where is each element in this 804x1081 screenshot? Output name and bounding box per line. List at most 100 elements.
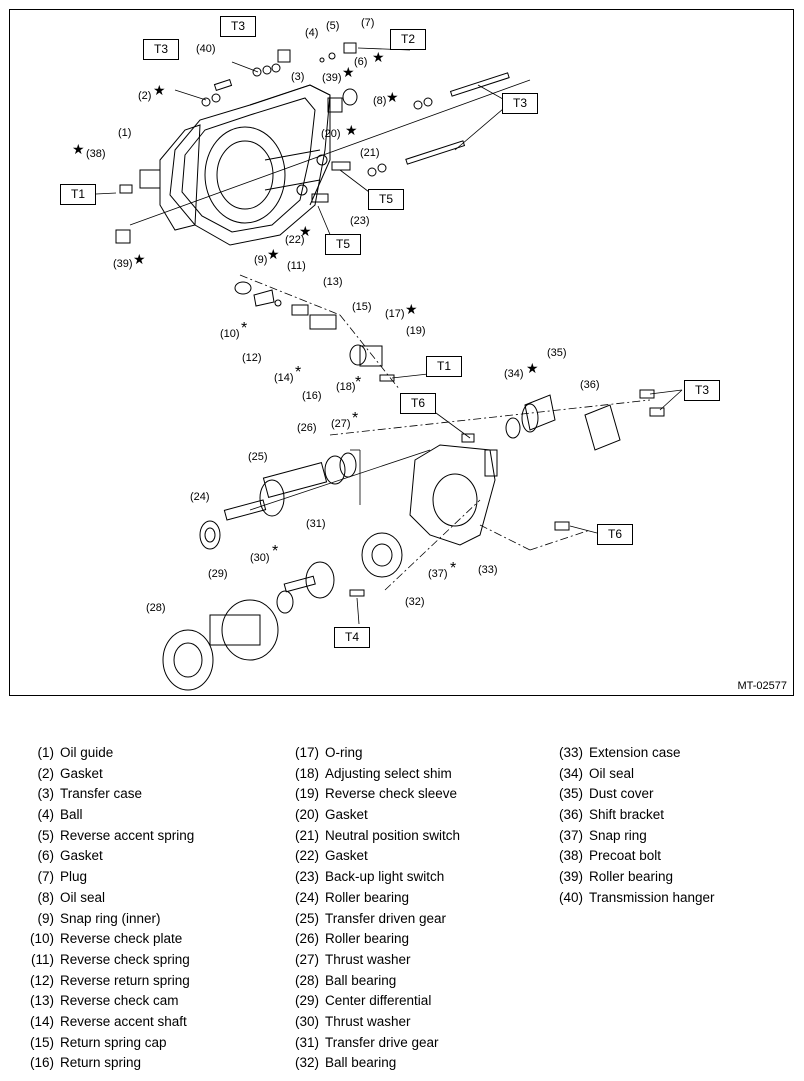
callout-2: (2)	[138, 90, 152, 102]
callout-4: (4)	[305, 27, 319, 39]
legend-item-name: Adjusting select shim	[325, 765, 452, 781]
callout-13: (13)	[323, 276, 343, 288]
legend-item-name: Gasket	[325, 807, 368, 823]
torque-tag-t6: T6	[597, 524, 633, 545]
legend-item-number: (8)	[37, 889, 55, 905]
legend-item-number: (1)	[37, 745, 55, 760]
callout-6: (6)	[354, 56, 368, 68]
callout-28: (28)	[146, 602, 166, 614]
callout-38: (38)	[86, 148, 106, 160]
legend-item-number: (25)	[294, 910, 319, 926]
callout-8: (8)	[373, 95, 387, 107]
star-icon: ★	[267, 246, 280, 262]
legend-item-number: (9)	[37, 910, 55, 926]
legend-item-name: Plug	[60, 869, 88, 885]
legend-item-number: (40)	[558, 889, 583, 905]
callout-33: (33)	[478, 564, 498, 576]
legend-item-number: (5)	[37, 827, 55, 843]
legend-item-number: (24)	[294, 889, 319, 905]
legend-item-number: (2)	[37, 765, 55, 781]
torque-tag-t5: T5	[325, 234, 361, 255]
torque-tag-t3: T3	[143, 39, 179, 60]
legend-item-name: Oil seal	[60, 889, 106, 905]
callout-25: (25)	[248, 451, 268, 463]
extension-case-shape	[409, 444, 498, 546]
legend-item-name: Ball bearing	[325, 972, 397, 988]
legend-item-name: Roller bearing	[325, 931, 410, 947]
legend-item-name: Reverse check sleeve	[325, 786, 458, 802]
leader-lines	[95, 47, 683, 625]
callout-19: (19)	[406, 325, 426, 337]
legend-item-number: (39)	[558, 869, 583, 885]
callout-1: (1)	[118, 127, 132, 139]
star-icon: ★	[372, 49, 385, 65]
legend-item-number: (37)	[558, 827, 583, 843]
asterisk-mark: *	[295, 364, 302, 381]
torque-tag-t3: T3	[502, 93, 538, 114]
asterisk-mark: *	[355, 374, 362, 391]
legend-item-number: (31)	[294, 1034, 319, 1050]
callout-12: (12)	[242, 352, 262, 364]
callout-23: (23)	[350, 215, 370, 227]
legend-item-number: (32)	[294, 1055, 319, 1071]
legend-item-number: (23)	[294, 869, 319, 885]
exploded-view-diagram: T3 T3 T2 T3 T1 T5 T5 T1 T6 T3 T6 T4 (40)…	[9, 9, 794, 696]
torque-tag-t2: T2	[390, 29, 426, 50]
callout-39: (39)	[322, 72, 342, 84]
legend-item-name: Neutral position switch	[325, 827, 461, 843]
shift-bracket-shape	[584, 389, 665, 451]
callout-26: (26)	[297, 422, 317, 434]
callout-3: (3)	[291, 71, 305, 83]
callout-20: (20)	[321, 128, 341, 140]
callout-34: (34)	[504, 368, 524, 380]
legend-item-name: Reverse return spring	[60, 972, 190, 988]
torque-tag-t5: T5	[368, 189, 404, 210]
star-icon: ★	[386, 89, 399, 105]
transfer-case-shape	[169, 84, 331, 246]
parts-legend: (1)Oil guide(2)Gasket(3)Transfer case(4)…	[0, 745, 804, 1075]
legend-item-name: Precoat bolt	[589, 848, 662, 864]
legend-item-name: Roller bearing	[589, 869, 674, 885]
legend-item-name: Gasket	[60, 848, 103, 864]
star-icon: ★	[299, 223, 312, 239]
legend-item-number: (12)	[29, 972, 54, 988]
callout-16: (16)	[302, 390, 322, 402]
star-icon: ★	[72, 141, 85, 157]
legend-item-name: Oil guide	[60, 745, 114, 760]
legend-item-name: Shift bracket	[589, 807, 665, 823]
reverse-check-parts	[234, 281, 395, 382]
callout-11: (11)	[287, 260, 306, 272]
legend-item-name: Return spring	[60, 1055, 142, 1071]
legend-item-name: Transfer case	[60, 786, 143, 802]
seal-cover-shapes	[505, 394, 556, 439]
legend-item-name: O-ring	[325, 745, 363, 760]
legend-item-name: Transfer driven gear	[325, 910, 447, 926]
legend-item-number: (19)	[294, 786, 319, 802]
callout-7: (7)	[361, 17, 375, 29]
legend-item-name: Return spring cap	[60, 1034, 167, 1050]
asterisk-mark: *	[272, 543, 279, 560]
legend-item-name: Snap ring	[589, 827, 647, 843]
legend-item-number: (28)	[294, 972, 319, 988]
callout-40: (40)	[196, 43, 216, 55]
torque-tag-t1: T1	[60, 184, 96, 205]
legend-item-name: Roller bearing	[325, 889, 410, 905]
legend-item-number: (18)	[294, 765, 319, 781]
callout-17: (17)	[385, 308, 405, 320]
legend-item-number: (20)	[294, 807, 319, 823]
legend-item-number: (10)	[29, 931, 54, 947]
callout-30: (30)	[250, 552, 270, 564]
legend-item-number: (26)	[294, 931, 319, 947]
legend-item-number: (16)	[29, 1055, 54, 1071]
legend-item-name: Thrust washer	[325, 951, 411, 967]
asterisk-mark: *	[450, 560, 457, 577]
torque-tag-t3: T3	[220, 16, 256, 37]
legend-item-number: (36)	[558, 807, 583, 823]
callout-14: (14)	[274, 372, 294, 384]
callout-35: (35)	[547, 347, 567, 359]
callout-15: (15)	[352, 301, 372, 313]
legend-item-name: Dust cover	[589, 786, 654, 802]
gasket-2-shape	[159, 124, 201, 231]
callout-24: (24)	[190, 491, 210, 503]
callout-29: (29)	[208, 568, 228, 580]
